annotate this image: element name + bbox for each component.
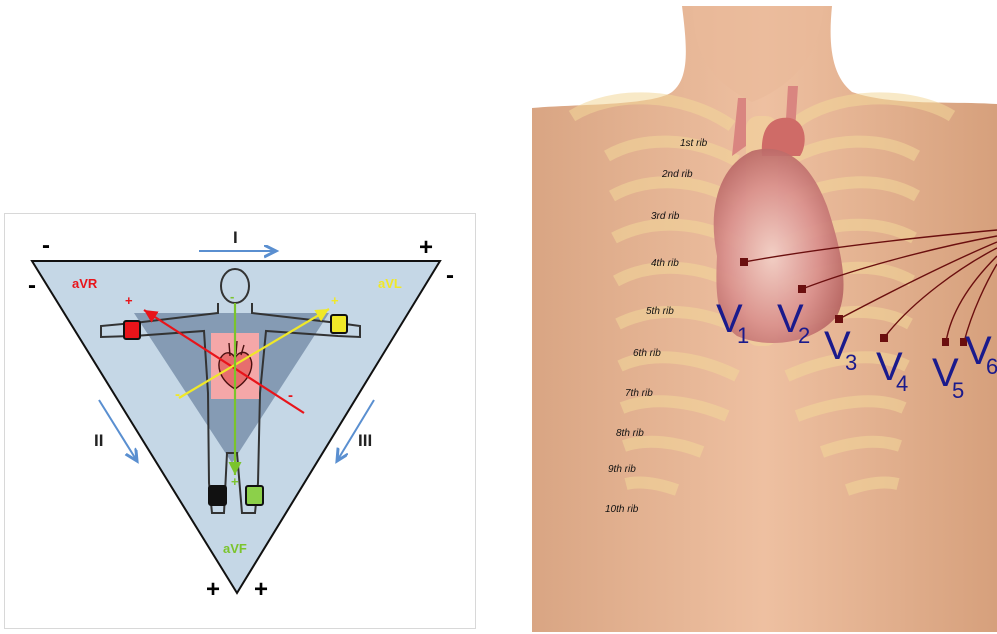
rib-label: 3rd rib (651, 211, 680, 222)
einthoven-svg: I II III aVR aVL aVF + - + - - + - + - -… (4, 213, 476, 629)
einthoven-triangle-figure: I II III aVR aVL aVF + - + - - + - + - -… (4, 213, 476, 629)
electrode-v2 (798, 285, 806, 293)
left-arm-electrode (331, 315, 347, 333)
avf-plus-sign: + (231, 474, 239, 489)
avf-minus-sign: - (230, 289, 234, 304)
rib-label: 6th rib (633, 348, 661, 359)
lead-ii-minus-sign: - (28, 272, 36, 299)
lead-iii-label: III (358, 431, 372, 450)
lead-i-label: I (233, 228, 238, 247)
lead-ii-label: II (94, 431, 103, 450)
lead-i-plus-sign: + (419, 234, 433, 261)
right-arm-electrode (124, 321, 140, 339)
lead-i-minus-sign: - (42, 232, 50, 259)
avr-plus-sign: + (125, 293, 133, 308)
rib-label: 1st rib (680, 138, 708, 149)
precordial-leads-figure: 1st rib 2nd rib 3rd rib 4th rib 5th rib … (532, 6, 997, 632)
rib-label: 4th rib (651, 258, 679, 269)
rib-label: 10th rib (605, 504, 639, 515)
svg-text:3: 3 (845, 350, 857, 375)
avr-minus-sign: - (288, 387, 293, 404)
lead-iii-minus-sign: - (446, 262, 454, 289)
electrode-v3 (835, 315, 843, 323)
rib-label: 2nd rib (661, 169, 693, 180)
electrode-v1 (740, 258, 748, 266)
electrode-v4 (880, 334, 888, 342)
avl-minus-sign: - (175, 386, 180, 403)
electrode-v5 (942, 338, 949, 346)
rib-label: 9th rib (608, 464, 636, 475)
lead-ii-plus-sign: + (206, 576, 220, 603)
svg-text:2: 2 (798, 323, 810, 348)
avl-plus-sign: + (331, 293, 339, 308)
avl-label: aVL (378, 276, 402, 291)
svg-text:5: 5 (952, 378, 964, 403)
rib-label: 5th rib (646, 306, 674, 317)
avr-label: aVR (72, 276, 98, 291)
svg-text:4: 4 (896, 371, 908, 396)
left-leg-electrode (246, 486, 263, 505)
avf-label: aVF (223, 541, 247, 556)
svg-text:6: 6 (986, 354, 997, 379)
rib-label: 8th rib (616, 428, 644, 439)
precordial-svg: 1st rib 2nd rib 3rd rib 4th rib 5th rib … (532, 6, 997, 632)
rib-label: 7th rib (625, 388, 653, 399)
svg-text:1: 1 (737, 323, 749, 348)
lead-iii-plus-sign: + (254, 576, 268, 603)
right-leg-electrode (209, 486, 226, 505)
